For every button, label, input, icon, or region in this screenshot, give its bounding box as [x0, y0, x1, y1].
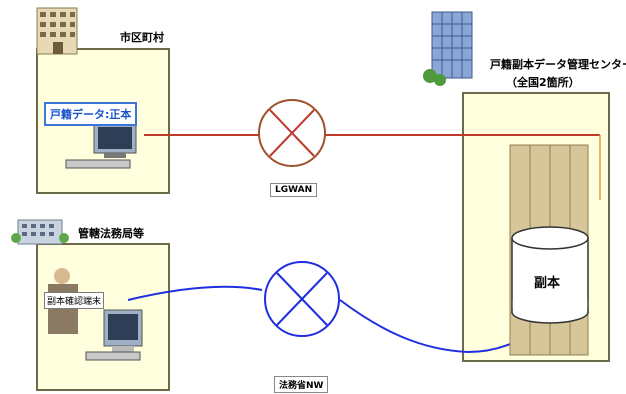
building-icon: [36, 7, 78, 55]
lgwan-router-icon: [258, 99, 326, 167]
municipality-title: 市区町村: [120, 31, 164, 44]
moj-line-left: [127, 285, 263, 301]
legal-office-title: 管轄法務局等: [78, 227, 144, 240]
moj-line-right: [339, 299, 539, 354]
moj-nw-label: 法務省NW: [274, 376, 329, 393]
office-building-icon: [11, 219, 69, 245]
highrise-building-icon: [423, 11, 473, 86]
moj-router-icon: [264, 261, 340, 337]
terminal-computer-icon: [48, 268, 143, 361]
terminal-label: 副本確認端末: [44, 292, 105, 309]
center-subtitle: （全国2箇所）: [506, 76, 580, 89]
center-title: 戸籍副本データ管理センター: [490, 58, 626, 71]
master-data-label: 戸籍データ:正本: [44, 102, 138, 126]
computer-icon: [65, 122, 137, 169]
database-icon: [511, 226, 589, 324]
lgwan-label: LGWAN: [270, 183, 318, 197]
database-label: 副本: [534, 276, 561, 291]
